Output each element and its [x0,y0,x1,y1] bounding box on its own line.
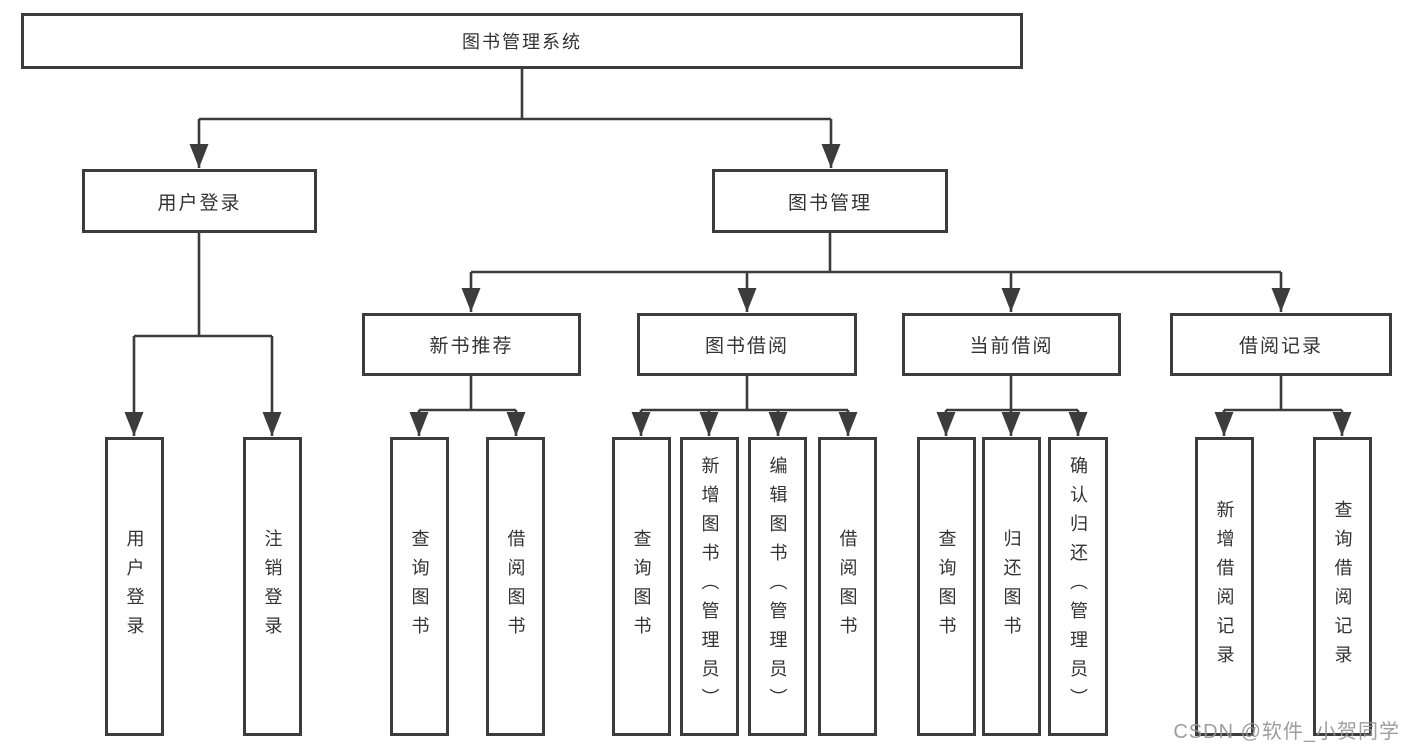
leaf-query-books-borrow: 查询图书 [612,437,671,736]
leaf-logout-label: 注销登录 [262,528,283,645]
leaf-query-books-current-label: 查询图书 [936,528,957,645]
leaf-borrow-books-label: 借阅图书 [837,528,858,645]
node-user-login-branch: 用户登录 [82,169,317,233]
leaf-confirm-return-admin-label: 确认归还（管理员） [1068,456,1088,717]
node-user-login-branch-label: 用户登录 [157,192,242,214]
node-current-borrow: 当前借阅 [902,313,1121,376]
leaf-edit-books-admin: 编辑图书（管理员） [748,437,807,736]
leaf-add-books-admin: 新增图书（管理员） [680,437,739,736]
leaf-borrow-books-recommend: 借阅图书 [486,437,545,736]
leaf-return-books-label: 归还图书 [1001,528,1022,645]
node-current-borrow-label: 当前借阅 [969,336,1054,357]
node-book-borrow: 图书借阅 [637,313,857,376]
node-book-management-label: 图书管理 [787,192,872,214]
csdn-watermark: CSDN @软件_小贺同学 [1173,721,1400,743]
node-book-borrow-label: 图书借阅 [704,336,789,357]
node-new-book-recommend-label: 新书推荐 [429,336,514,357]
node-book-management: 图书管理 [712,169,948,233]
leaf-add-borrow-record-label: 新增借阅记录 [1214,499,1235,674]
leaf-query-books-borrow-label: 查询图书 [631,528,652,645]
leaf-query-borrow-record: 查询借阅记录 [1313,437,1372,736]
node-library-system-label: 图书管理系统 [462,32,582,52]
node-borrow-records-label: 借阅记录 [1238,336,1323,357]
leaf-add-borrow-record: 新增借阅记录 [1195,437,1254,736]
leaf-query-books-current: 查询图书 [917,437,976,736]
leaf-query-books-recommend: 查询图书 [390,437,449,736]
leaf-add-books-admin-label: 新增图书（管理员） [699,456,720,717]
leaf-logout: 注销登录 [243,437,302,736]
leaf-user-login-label: 用户登录 [124,528,145,645]
leaf-borrow-books: 借阅图书 [818,437,877,736]
leaf-edit-books-admin-label: 编辑图书（管理员） [767,456,788,717]
leaf-return-books: 归还图书 [982,437,1041,736]
node-new-book-recommend: 新书推荐 [362,313,581,376]
leaf-confirm-return-admin: 确认归还（管理员） [1048,437,1108,736]
node-library-system: 图书管理系统 [21,13,1023,69]
node-borrow-records: 借阅记录 [1170,313,1392,376]
leaf-borrow-books-recommend-label: 借阅图书 [505,528,526,645]
leaf-user-login: 用户登录 [105,437,164,736]
leaf-query-borrow-record-label: 查询借阅记录 [1332,499,1353,674]
leaf-query-books-recommend-label: 查询图书 [409,528,430,645]
